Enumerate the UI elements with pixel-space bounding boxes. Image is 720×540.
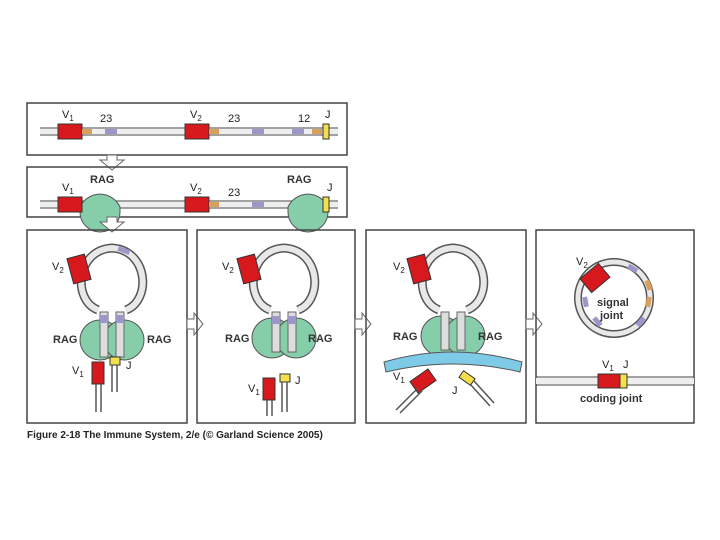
svg-text:V1: V1 [248,383,260,397]
panel-rag-binding: V1 RAG V2 23 RAG J [26,166,348,233]
svg-text:V1: V1 [602,359,614,373]
svg-text:RAG: RAG [478,331,502,343]
svg-text:V2: V2 [190,182,202,196]
panel-end-processing: RAG RAG V2 V1 J [365,229,527,424]
rag-label: RAG [90,174,114,186]
rss-23-label: 23 [100,113,112,125]
svg-text:23: 23 [228,187,240,199]
svg-text:RAG: RAG [308,333,332,345]
coding-joint-label: coding joint [580,393,643,405]
svg-text:RAG: RAG [225,333,249,345]
down-arrow [98,216,126,233]
svg-text:V2: V2 [190,109,202,123]
figure-caption: Figure 2-18 The Immune System, 2/e (© Ga… [27,430,323,441]
svg-text:V1: V1 [62,109,74,123]
rag-complex [287,193,329,233]
right-arrow [186,311,204,337]
panel-germline: V1 23 V2 23 12 J [26,102,348,156]
heptamer [82,129,92,134]
panel-cleavage: RAG RAG V2 V1 J [196,229,356,424]
j-gene-segment [322,123,330,140]
svg-text:RAG: RAG [287,174,311,186]
right-arrow [525,311,543,337]
ku-complex [383,351,523,373]
down-arrow [98,154,126,171]
svg-text:V2: V2 [576,256,588,270]
svg-text:J: J [327,182,333,194]
v1-gene-segment [57,123,83,140]
signal-label: signal [597,297,629,309]
svg-text:J: J [623,359,629,371]
nonamer [105,129,117,134]
right-arrow [354,311,372,337]
svg-text:J: J [452,385,458,397]
svg-text:23: 23 [228,113,240,125]
joint-label: joint [599,310,624,322]
signal-joint-circle [574,258,654,338]
svg-text:J: J [126,360,132,372]
coding-joint-j [619,373,628,389]
panel-joints: signal joint V2 V1 J coding joint [535,229,695,424]
svg-text:V1: V1 [72,365,84,379]
svg-text:V2: V2 [222,261,234,275]
svg-text:V1: V1 [393,371,405,385]
svg-text:RAG: RAG [393,331,417,343]
svg-text:RAG: RAG [147,334,171,346]
coding-joint-v1 [597,373,621,389]
v2-gene-segment [184,123,210,140]
j-label: J [325,109,331,121]
svg-text:V2: V2 [393,261,405,275]
svg-text:V2: V2 [52,261,64,275]
svg-text:J: J [295,375,301,387]
svg-text:RAG: RAG [53,334,77,346]
panel-loop-formation: RAG RAG V2 V1 J [26,229,188,424]
rss-12-label: 12 [298,113,310,125]
svg-text:V1: V1 [62,182,74,196]
